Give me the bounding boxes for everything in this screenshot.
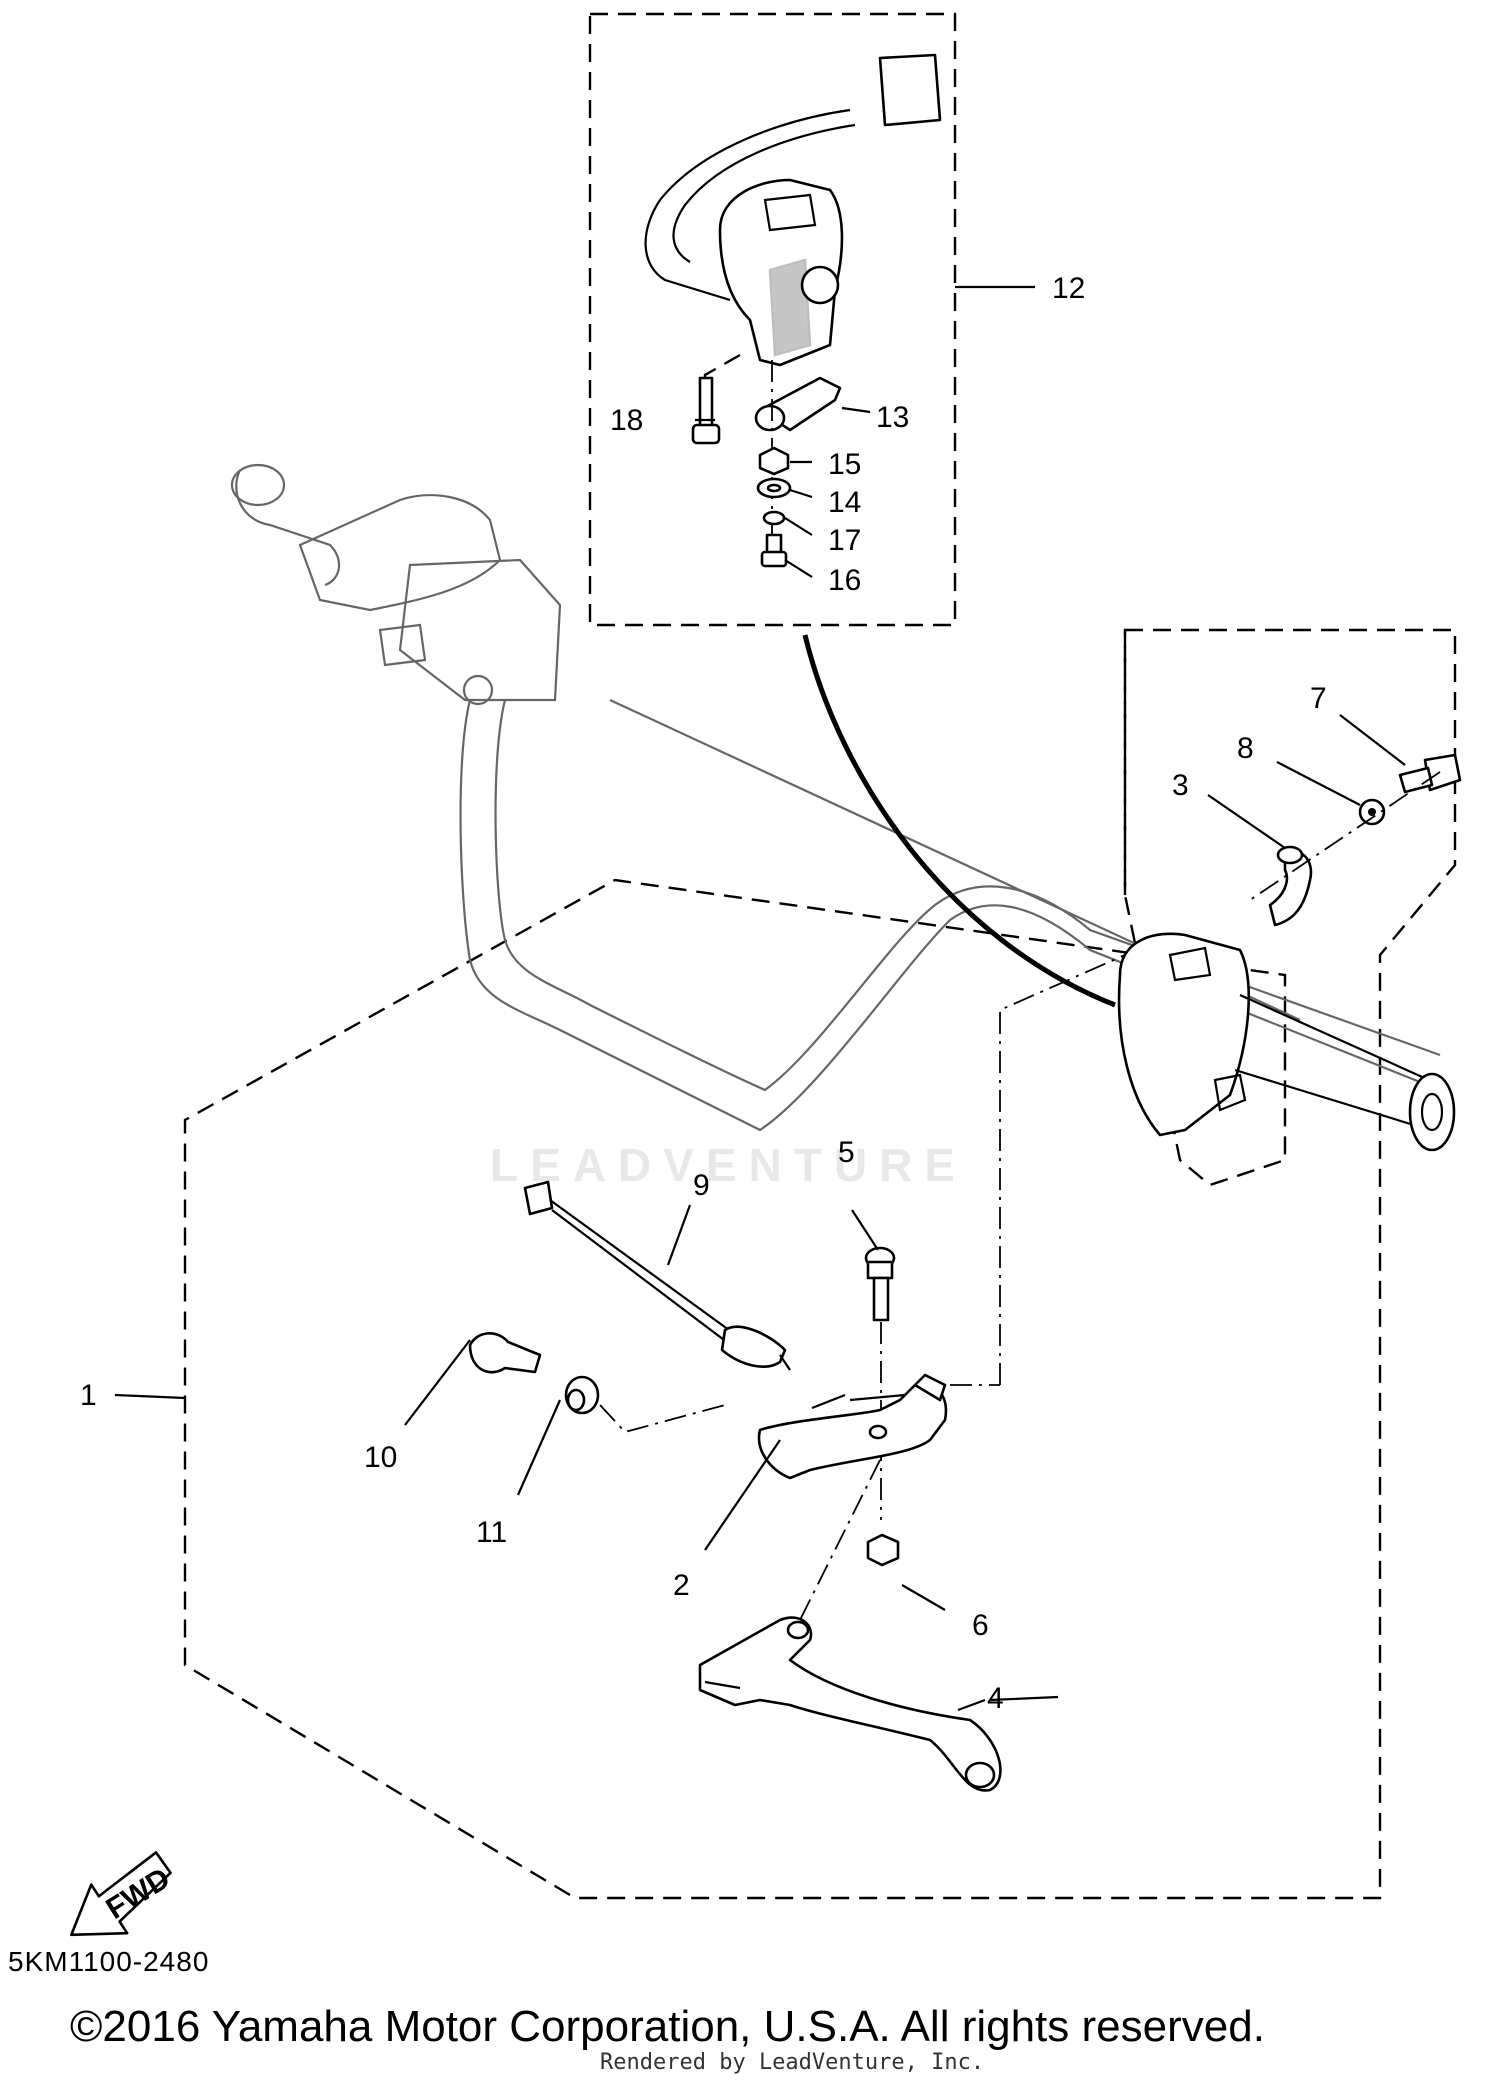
- render-credit: Rendered by LeadVenture, Inc.: [600, 2050, 985, 2075]
- callout-14: 14: [828, 486, 861, 519]
- screw-18: [691, 376, 721, 445]
- axis-line-2: [999, 954, 1126, 1385]
- copyright-notice: ©2016 Yamaha Motor Corporation, U.S.A. A…: [70, 2002, 1265, 2051]
- callout-10: 10: [364, 1441, 397, 1474]
- callout-7: 7: [1310, 682, 1327, 715]
- callout-17: 17: [828, 524, 861, 557]
- adjuster-10: [468, 1332, 542, 1374]
- leader-lines: [114, 285, 1406, 1712]
- switch-wire: [802, 634, 1116, 1008]
- locknut-11: [564, 1375, 600, 1415]
- callout-12: 12: [1052, 272, 1085, 305]
- callout-15: 15: [828, 448, 861, 481]
- callout-9: 9: [693, 1169, 710, 1202]
- group-box-12: [588, 12, 957, 627]
- washer-8: [1358, 798, 1386, 826]
- callout-labels: 1 2 3 4 5 6 7 8 9 10 11 12 13 14 15 16 1…: [80, 272, 1327, 1715]
- callout-4: 4: [987, 1682, 1004, 1715]
- nut-15: [758, 446, 790, 476]
- callout-18: 18: [610, 404, 643, 437]
- clutch-lever-4: [698, 1616, 1002, 1792]
- callout-3: 3: [1172, 769, 1189, 802]
- washer-17: [762, 510, 786, 526]
- diagram-part-code: 5KM1100-2480: [8, 1946, 210, 1977]
- lever-13: [754, 376, 842, 432]
- group-box-3-7-8: [183, 628, 1457, 1900]
- bolt-7: [1398, 753, 1462, 794]
- bolt-5: [864, 1246, 896, 1322]
- fwd-arrow: FWD: [69, 1851, 176, 1937]
- screw-16: [760, 533, 788, 568]
- axis-line-11: [599, 1404, 726, 1434]
- callout-1: 1: [80, 1379, 97, 1412]
- cable-9: [523, 1180, 791, 1371]
- callout-16: 16: [828, 564, 861, 597]
- callout-5: 5: [838, 1136, 855, 1169]
- handlebar-switch-12: [644, 53, 942, 395]
- watermark: LEADVENTURE: [490, 1139, 968, 1191]
- washer-14: [756, 477, 792, 499]
- nut-6: [866, 1533, 900, 1567]
- left-grip-assembly: [230, 463, 562, 706]
- axis-line-4: [799, 1459, 881, 1621]
- bracket-3: [1268, 845, 1313, 927]
- callout-13: 13: [876, 401, 909, 434]
- right-switch-assembly: [1117, 932, 1456, 1152]
- callout-8: 8: [1237, 732, 1254, 765]
- callout-2: 2: [673, 1569, 690, 1602]
- lever-bracket-2: [757, 1373, 948, 1480]
- callout-11: 11: [476, 1516, 507, 1549]
- callout-6: 6: [972, 1609, 989, 1642]
